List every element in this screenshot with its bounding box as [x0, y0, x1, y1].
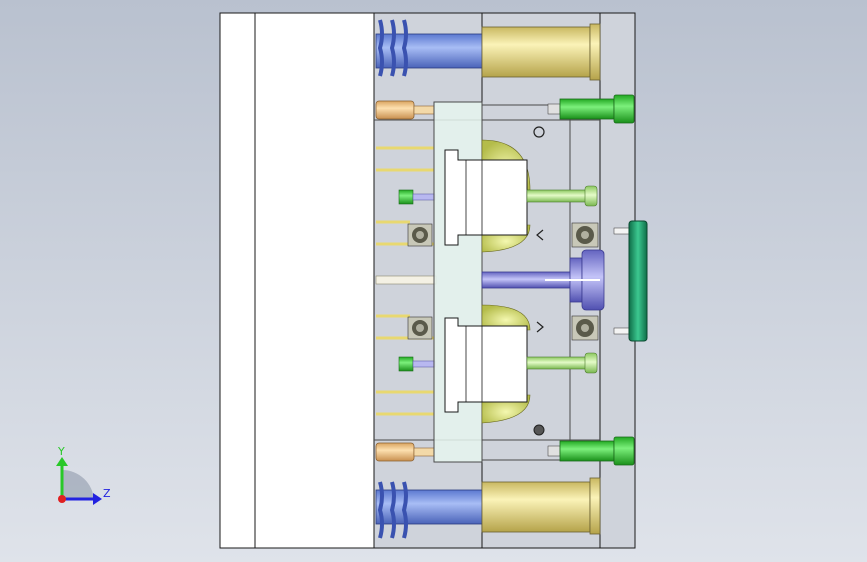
spring-coil-bottom [377, 481, 408, 539]
return-pin-top[interactable] [375, 100, 435, 120]
molded-part-upper[interactable] [444, 149, 528, 246]
chevron-marker-lower [536, 321, 544, 333]
guide-pillar-bottom[interactable] [375, 477, 601, 539]
guide-bushing-bottom [481, 481, 591, 533]
chevron-marker-upper [536, 229, 544, 241]
cooling-hole-bottom [533, 424, 545, 436]
hex-nut-lower-left[interactable] [407, 316, 433, 340]
z-arrow-icon [93, 493, 102, 505]
socket-bolt-top[interactable] [547, 94, 635, 124]
guide-pillar-top[interactable] [375, 19, 601, 81]
mould-assembly[interactable] [219, 12, 648, 549]
triad-quadrant [62, 469, 94, 500]
center-pin [375, 275, 437, 285]
hex-nut-upper-right[interactable] [571, 222, 599, 248]
ejector-head-lower[interactable] [398, 356, 436, 372]
guide-bushing-top [481, 26, 591, 78]
y-arrow-icon [56, 457, 68, 466]
locating-ring[interactable] [613, 220, 648, 342]
z-axis-label: Z [103, 487, 111, 500]
orientation-triad[interactable]: Y Z [56, 445, 111, 505]
support-plate[interactable] [254, 12, 375, 549]
hex-nut-lower-right[interactable] [571, 315, 599, 341]
sprue-bushing[interactable] [481, 249, 605, 311]
cooling-hole-top [533, 126, 545, 138]
cavity-dome-lower-top [481, 304, 531, 331]
molded-part-lower[interactable] [444, 317, 528, 413]
socket-bolt-bottom[interactable] [547, 436, 635, 466]
x-axis-dot-icon [58, 495, 66, 503]
return-pin-bottom[interactable] [375, 442, 435, 462]
spring-coil-top [377, 19, 408, 77]
ejector-rod-lower[interactable] [526, 352, 598, 374]
ejector-head-upper[interactable] [398, 189, 436, 205]
y-axis-label: Y [57, 445, 65, 458]
ejector-rod-upper[interactable] [526, 185, 598, 207]
hex-nut-upper-left[interactable] [407, 223, 433, 247]
clamp-plate-left[interactable] [219, 12, 256, 549]
